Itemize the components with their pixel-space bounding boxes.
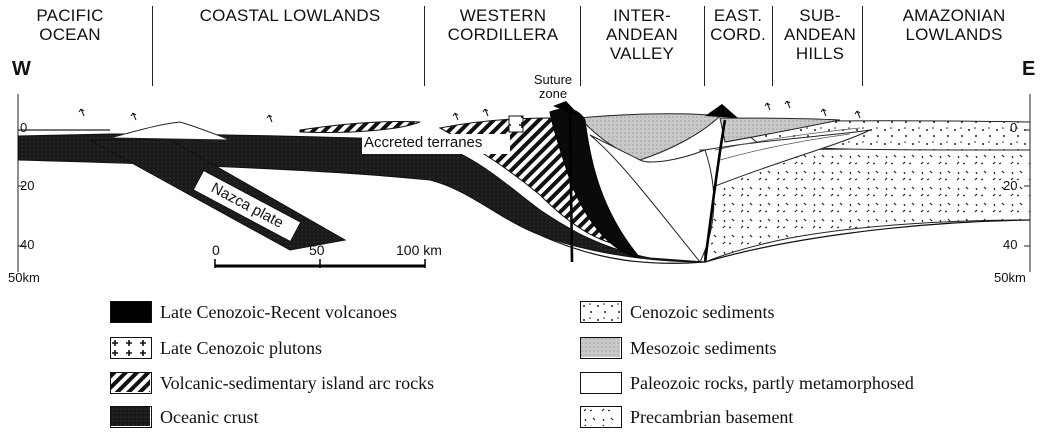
legend-item-plutons: Late Cenozoic plutons <box>110 334 322 362</box>
legend-item-cenozoic: Cenozoic sediments <box>580 298 774 326</box>
paleozoic-swatch <box>580 372 622 394</box>
suture-zone-label: Suture zone <box>528 73 578 101</box>
legend-label: Volcanic-sedimentary island arc rocks <box>160 373 434 394</box>
legend-item-precambrian: Precambrian basement <box>580 403 793 431</box>
suture-line1: Suture <box>528 73 578 87</box>
legend-item-volcanoes: Late Cenozoic-Recent volcanoes <box>110 298 397 326</box>
mesozoic-swatch <box>580 337 622 359</box>
depth-tick-right-40: 40 <box>1003 237 1017 252</box>
legend-item-oceanic-crust: Oceanic crust <box>110 403 258 431</box>
scale-tick-100: 100 km <box>396 242 442 258</box>
legend-item-paleozoic: Paleozoic rocks, partly metamorphosed <box>580 369 914 397</box>
legend-label: Oceanic crust <box>160 407 258 428</box>
precambrian-swatch <box>580 406 622 428</box>
legend-label: Mesozoic sediments <box>630 338 776 359</box>
depth-bottom-left: 50km <box>8 270 40 285</box>
accreted-terranes-label: Accreted terranes <box>364 136 482 150</box>
depth-tick-right-20: 20 <box>1003 178 1017 193</box>
depth-tick-right-0: 0 <box>1010 120 1017 135</box>
scale-tick-0: 0 <box>212 242 220 258</box>
legend-label: Late Cenozoic plutons <box>160 338 322 359</box>
volcanoes-swatch <box>110 301 152 323</box>
island-arc-swatch <box>110 372 152 394</box>
depth-tick-left-40: 40 <box>20 237 34 252</box>
oceanic-crust-swatch <box>110 406 152 428</box>
cenozoic-swatch <box>580 301 622 323</box>
plutons-swatch <box>110 337 152 359</box>
legend-label: Precambrian basement <box>630 407 793 428</box>
legend-item-mesozoic: Mesozoic sediments <box>580 334 776 362</box>
depth-tick-left-0: 0 <box>20 120 27 135</box>
legend-item-island-arc: Volcanic-sedimentary island arc rocks <box>110 369 434 397</box>
legend-label: Late Cenozoic-Recent volcanoes <box>160 302 397 323</box>
suture-line2: zone <box>528 87 578 101</box>
depth-bottom-right: 50km <box>994 270 1026 285</box>
depth-tick-left-20: 20 <box>20 178 34 193</box>
legend-label: Cenozoic sediments <box>630 302 774 323</box>
scale-tick-50: 50 <box>309 242 325 258</box>
legend-label: Paleozoic rocks, partly metamorphosed <box>630 373 914 394</box>
